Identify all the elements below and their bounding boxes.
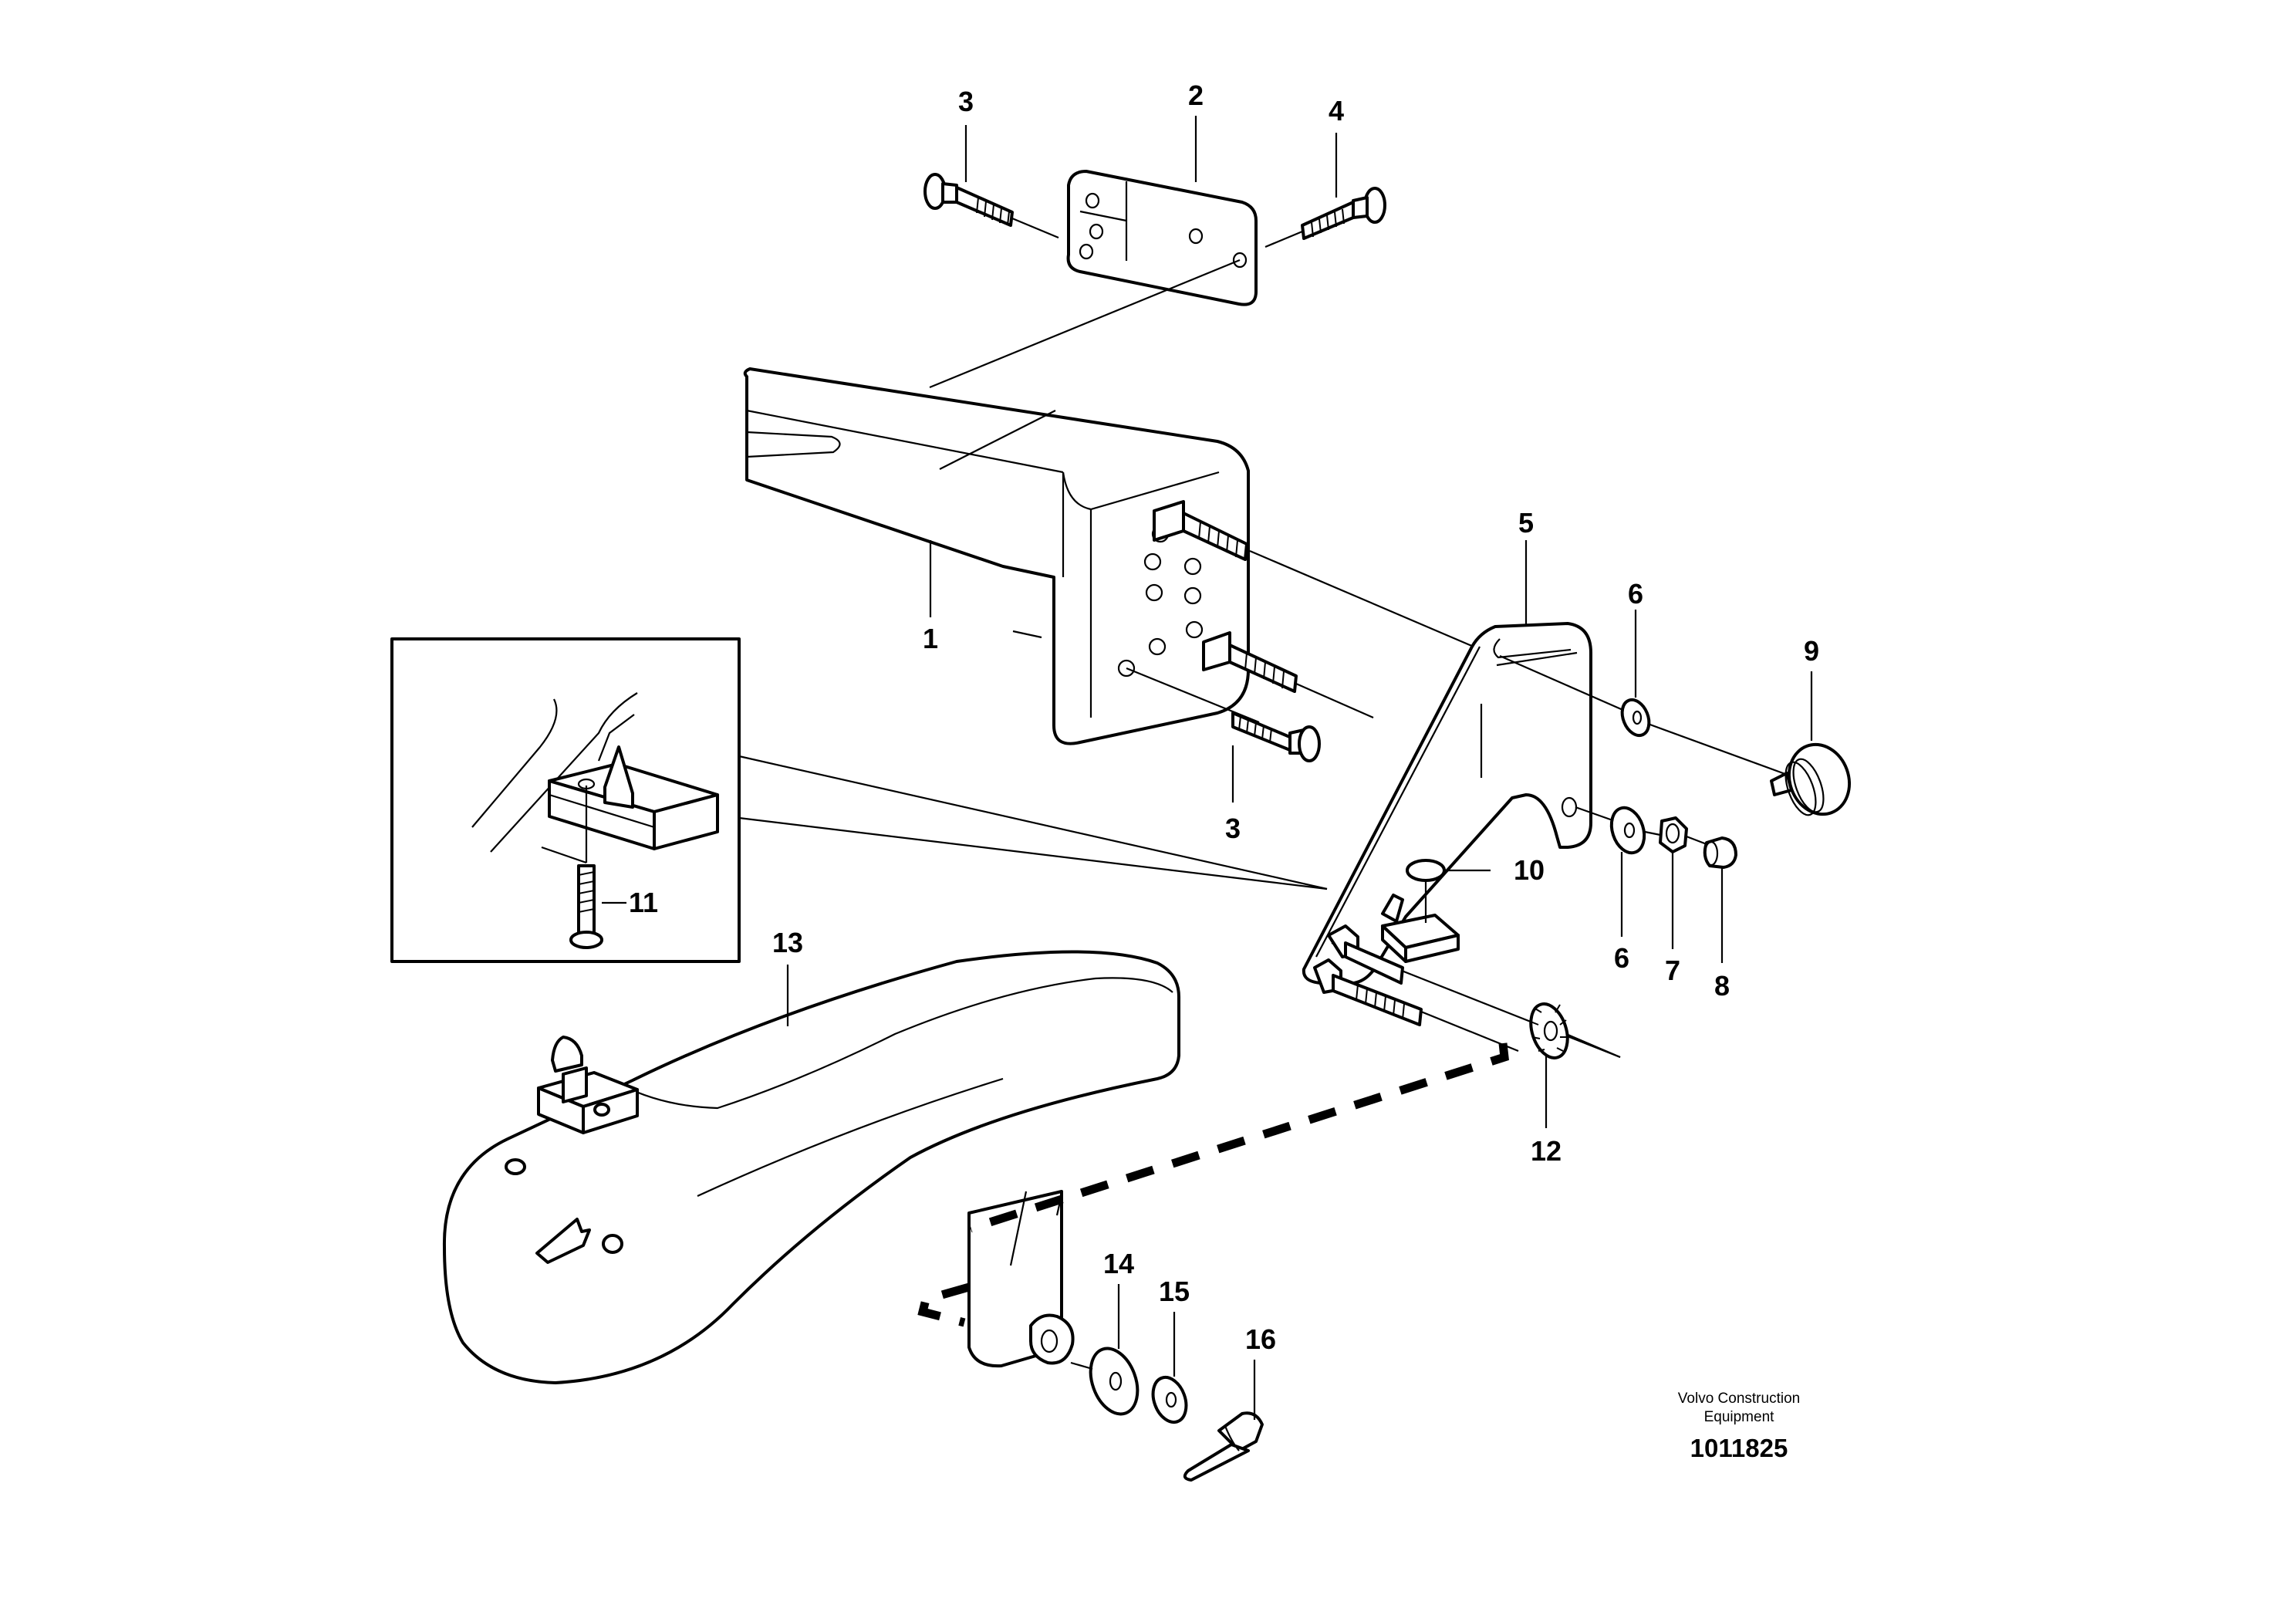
document-number: 1011825 <box>1690 1434 1788 1462</box>
callout-2: 2 <box>1188 79 1204 111</box>
screw-part-3-lower <box>1231 711 1321 762</box>
nut-part-7 <box>1644 816 1707 853</box>
cap-part-8 <box>1703 836 1737 869</box>
callout-3-upper: 3 <box>958 86 974 117</box>
callout-6-lower: 6 <box>1614 942 1629 974</box>
callout-10: 10 <box>1514 854 1545 886</box>
callout-1: 1 <box>923 623 938 654</box>
assembly-line-2-to-1 <box>929 259 1241 389</box>
callout-16: 16 <box>1245 1323 1276 1355</box>
callout-9: 9 <box>1804 635 1819 667</box>
inset-pointer-lower <box>738 816 1328 890</box>
washer-part-6-lower <box>1609 806 1646 855</box>
callout-7: 7 <box>1665 955 1680 986</box>
callout-14: 14 <box>1103 1248 1134 1279</box>
screw-part-3-upper <box>923 173 1059 239</box>
credit-line-2: Equipment <box>1704 1409 1775 1425</box>
side-plate-part-5 <box>1302 622 1792 1059</box>
washer-part-15 <box>1151 1375 1188 1424</box>
detail-inset-part-11 <box>390 637 741 963</box>
assembly-path-dashed <box>917 1042 1509 1327</box>
callout-labels: 3 2 4 1 3 5 6 9 10 6 7 8 11 12 13 14 15 … <box>629 79 1819 1355</box>
credit-line-1: Volvo Construction <box>1678 1391 1800 1407</box>
washer-part-6-upper <box>1620 698 1651 738</box>
knob-part-9 <box>1770 742 1852 816</box>
callout-8: 8 <box>1714 970 1730 1002</box>
callout-6-upper: 6 <box>1628 578 1643 610</box>
callout-15: 15 <box>1159 1276 1190 1307</box>
washer-part-14 <box>1070 1347 1140 1416</box>
inset-pointer-upper <box>738 755 1328 890</box>
callout-leader-lines <box>786 116 1813 1420</box>
callout-13: 13 <box>772 927 803 958</box>
callout-12: 12 <box>1531 1135 1562 1167</box>
callout-3-lower: 3 <box>1225 813 1241 844</box>
star-washer-part-12 <box>1529 1002 1621 1059</box>
mounting-bracket-part-1 <box>743 367 1474 745</box>
callout-4: 4 <box>1329 95 1344 127</box>
clip-nut-part-10 <box>1381 859 1491 963</box>
armrest-part-13 <box>442 950 1180 1384</box>
lever-part-16 <box>1183 1411 1264 1482</box>
angle-bracket-part-2 <box>1066 170 1258 306</box>
callout-11: 11 <box>629 887 658 918</box>
screw-part-4-upper <box>1264 187 1386 248</box>
credit-block: Volvo Construction Equipment 1011825 <box>1678 1391 1800 1462</box>
callout-5: 5 <box>1518 507 1534 539</box>
